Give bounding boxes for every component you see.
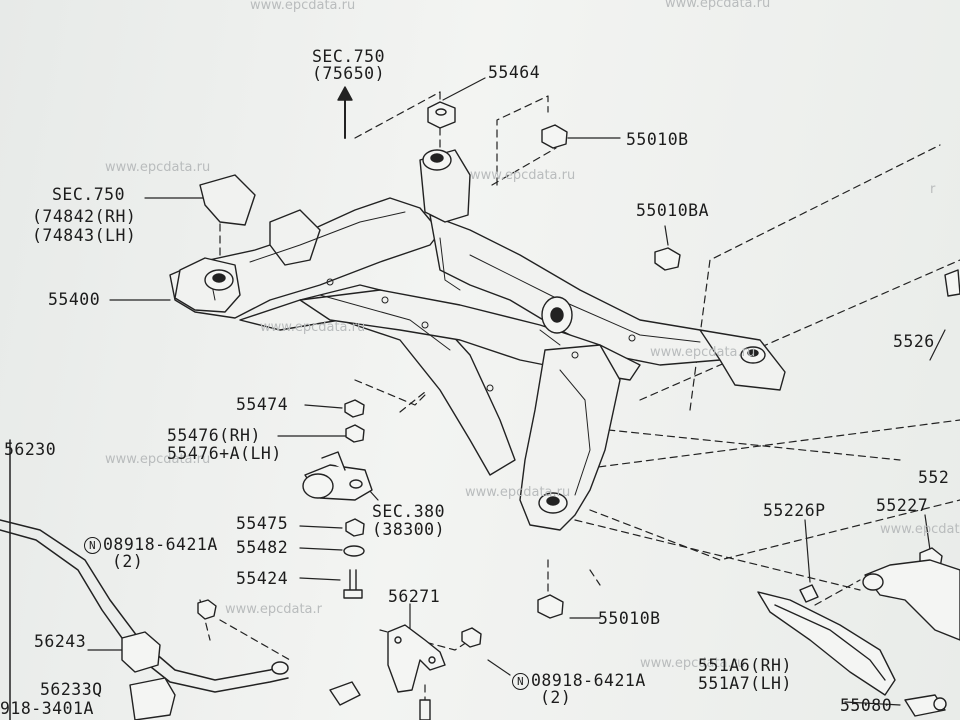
part-55476-rh-label: 55476(RH) [167, 426, 261, 445]
part-56233Q-label: 56233Q [40, 680, 103, 699]
part-55475-label: 55475 [236, 514, 289, 533]
watermark: www.epcdata.ru [470, 168, 576, 183]
stabilizer-bracket [329, 624, 446, 720]
part-56230-label: 56230 [4, 440, 57, 459]
part-55464-label: 55464 [488, 63, 541, 82]
watermark: www.epcdata.ru [465, 485, 571, 500]
watermark: www.epcdata.ru [250, 0, 356, 13]
part-55227-label: 55227 [876, 496, 929, 515]
sec750-left-lh: (74843(LH) [32, 226, 137, 245]
subframe-detail-lines [209, 211, 701, 496]
watermark: www.epcdata.ru [665, 0, 771, 11]
watermark: www.epcdata.r [880, 522, 960, 537]
part-08918-6421A-left-number: 08918-6421A [103, 535, 218, 554]
watermark: www.epcdata.ru [640, 656, 746, 671]
part-08918-6421A-right-number: 08918-6421A [531, 671, 646, 690]
sec380-label: SEC.380 [372, 502, 446, 521]
up-arrow-icon [337, 86, 353, 139]
part-55010B-top-label: 55010B [626, 130, 689, 149]
rear-suspension-member [169, 149, 786, 531]
watermark: www.epcdata.ru [105, 452, 211, 467]
sec750-left-label: SEC.750 [52, 185, 126, 204]
part-55400-label: 55400 [48, 290, 101, 309]
watermark: www.epcdata.r [225, 602, 322, 617]
part-56271-label: 56271 [388, 587, 441, 606]
bushing-icons [204, 149, 766, 514]
part-552-edge-label: 552 [918, 468, 950, 487]
part-55080-label: 55080 [840, 696, 893, 715]
nut-symbol-icon: N [84, 537, 101, 554]
part-55010B-bottom-label: 55010B [598, 609, 661, 628]
sec750-left-rh: (74842(RH) [32, 207, 137, 226]
part-55482-label: 55482 [236, 538, 289, 557]
sec750-top-label: SEC.750 [312, 47, 386, 66]
watermark: www.epcdata.ru [105, 160, 211, 175]
bolt-55080-icon [904, 694, 947, 717]
stabilizer-bushing-clamp [121, 631, 176, 720]
bolt-icon [343, 569, 363, 599]
sec380-code: (38300) [372, 520, 446, 539]
part-551A6-label: 551A6(RH) [698, 656, 792, 675]
sec750-top-code: (75650) [312, 64, 386, 83]
upper-link-55227 [862, 559, 960, 641]
watermark: www.epcdata.ru [260, 320, 366, 335]
watermark: www.epcdata.ru [650, 345, 756, 360]
lower-link-551A6 [757, 584, 896, 696]
part-55226P-label: 55226P [763, 501, 826, 520]
part-08918-6421A-right-qty: (2) [540, 688, 572, 707]
part-55010BA-label: 55010BA [636, 201, 710, 220]
part-55424-label: 55424 [236, 569, 289, 588]
part-08918-6421A-left-qty: (2) [112, 552, 144, 571]
part-551A7-label: 551A7(LH) [698, 674, 792, 693]
part-5526-label: 5526 [893, 332, 935, 351]
part-08918-3401A-label: 918-3401A [0, 699, 94, 718]
part-55474-label: 55474 [236, 395, 289, 414]
watermark: r [930, 182, 936, 197]
part-55476-lh-label: 55476+A(LH) [167, 444, 282, 463]
part-56243-label: 56243 [34, 632, 87, 651]
differential-mount-insulator [302, 451, 373, 501]
nut-icons [197, 101, 960, 648]
nut-symbol-icon: N [512, 673, 529, 690]
